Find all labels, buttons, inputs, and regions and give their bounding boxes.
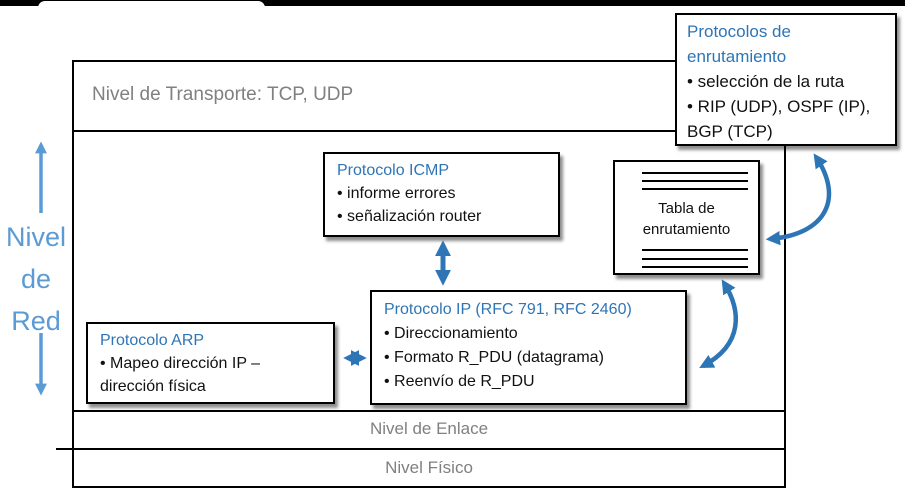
physical-layer-label: Nivel Físico [385,458,473,477]
routing-table-label-line: enrutamiento [642,221,731,238]
icmp-box-title: Protocolo ICMP [337,162,450,179]
table-rule-line [642,172,748,174]
link-layer-divider-tick [56,448,72,450]
protocol-stack-rectangle [72,60,786,488]
routing-box-title-line: enrutamiento [687,47,787,66]
table-rule-line [642,266,748,268]
ip-box-title: Protocolo IP (RFC 791, RFC 2460) [384,301,632,318]
arp-bullet: • Mapeo dirección IP – [100,355,261,372]
slide-top-notch [38,1,265,8]
arp-bullet-wrap: dirección física [100,378,206,395]
icmp-protocol-box: Protocolo ICMP • informe errores • señal… [323,152,560,237]
table-rule-line [642,180,748,182]
transport-layer-label: Nivel de Transporte: TCP, UDP [92,84,354,105]
side-label-line: Nivel [5,222,66,252]
arp-box-title: Protocolo ARP [100,332,205,349]
table-rule-line [642,258,748,260]
slide-top-bar [0,0,905,6]
routing-table-label-line: Tabla de [658,200,715,217]
ip-bullet: • Reenvío de R_PDU [384,373,535,390]
icmp-bullet: • informe errores [337,185,456,202]
side-label-line: Red [11,306,61,336]
routing-table-box: Tabla de enrutamiento [613,160,760,275]
routing-table-label: Tabla de enrutamiento [615,198,758,240]
transport-layer-divider [72,130,786,132]
routing-bullet-wrap: BGP (TCP) [687,122,773,141]
table-rule-line [642,249,748,251]
side-label-line: de [20,264,52,294]
ip-bullet: • Direccionamiento [384,325,518,342]
table-rule-line [642,188,748,190]
ip-protocol-box: Protocolo IP (RFC 791, RFC 2460) • Direc… [370,290,687,405]
link-layer-label: Nivel de Enlace [369,419,489,438]
routing-protocols-box: Protocolos de enrutamiento • selección d… [675,13,897,146]
network-layer-divider [72,410,786,412]
link-layer-divider [72,448,786,450]
icmp-bullet: • señalización router [337,208,482,225]
ip-bullet: • Formato R_PDU (datagrama) [384,349,604,366]
routing-bullet: • selección de la ruta [687,72,845,91]
routing-bullet: • RIP (UDP), OSPF (IP), [687,97,871,116]
routing-box-title-line: Protocolos de [687,22,791,41]
arp-protocol-box: Protocolo ARP • Mapeo dirección IP – dir… [86,322,335,404]
network-level-side-label: Nivel de Red [0,216,72,342]
